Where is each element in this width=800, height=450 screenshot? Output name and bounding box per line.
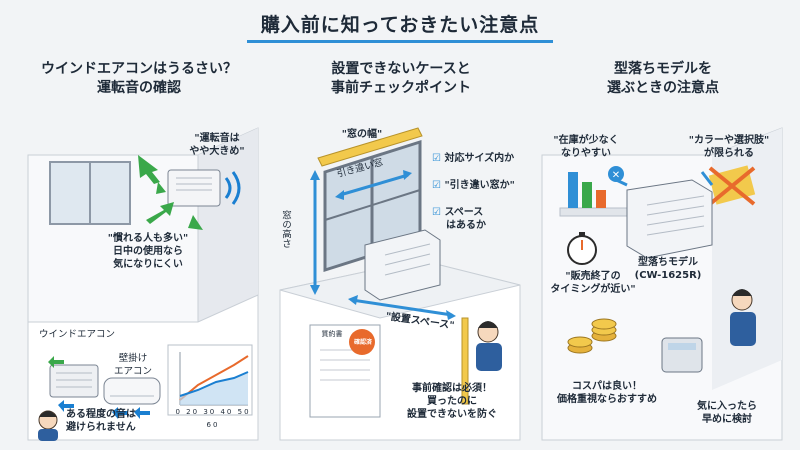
panel-noise-title-line1: ウインドエアコンはうるさい？: [41, 61, 237, 77]
label-model-name: 型落ちモデル: [638, 257, 698, 268]
doc-title: 質約書: [321, 330, 343, 338]
check-item-sliding: ☑ "引き違い窓か": [432, 179, 532, 192]
note-install-line2: 買ったのに: [427, 396, 477, 407]
callout-used-line2: 日中の使用なら: [113, 246, 183, 257]
svg-text:✕: ✕: [612, 170, 620, 181]
label-wall-ac-line1: 壁掛け: [118, 353, 148, 364]
chart-ticks: 0 20 30 40 50 60: [170, 406, 256, 432]
checkbox-icon: ☑: [432, 153, 441, 164]
check-item-space: ☑ スペースはあるか: [432, 206, 532, 232]
callout-used-line3: 気になりにくい: [113, 259, 183, 270]
callout-stock-line2: なりやすい: [561, 148, 611, 159]
note-early-line2: 早めに検討: [702, 414, 752, 425]
label-older-model: 型落ちモデル (CW-1625R): [620, 256, 716, 282]
checklist: ☑ 対応サイズ内か ☑ "引き違い窓か" ☑ スペースはあるか: [432, 152, 532, 232]
callout-stock: "在庫が少なく なりやすい: [538, 134, 634, 160]
callout-color-line2: が限られる: [704, 148, 754, 159]
callout-timing-line2: タイミングが近い": [550, 284, 636, 295]
callout-used-to: "慣れる人も多い" 日中の使用なら 気になりにくい: [78, 232, 218, 271]
note-cost-line2: 価格重視ならおすすめ: [557, 394, 657, 405]
panel-install-title: 設置できないケースと 事前チェックポイント: [270, 60, 532, 98]
callout-used-line1: "慣れる人も多い": [107, 233, 189, 244]
check-item-label: 対応サイズ内か: [444, 153, 515, 164]
callout-timing-line1: "販売終了の: [565, 271, 621, 282]
check-item-size: ☑ 対応サイズ内か: [432, 152, 532, 165]
panel-noise-title: ウインドエアコンはうるさい？ 運転音の確認: [8, 60, 270, 98]
label-wall-ac-line2: エアコン: [113, 366, 152, 377]
panel-older-title: 型落ちモデルを 選ぶときの注意点: [532, 60, 794, 98]
panel-older-title-line1: 型落ちモデルを: [614, 61, 712, 77]
older-model-illustration: ✕: [541, 127, 783, 441]
install-illustration: [279, 127, 521, 441]
panel-noise-title-line2: 運転音の確認: [97, 80, 181, 96]
label-wall-ac: 壁掛け エアコン: [108, 352, 158, 378]
callout-loud-line1: "運転音は: [194, 133, 240, 144]
stamp-confirmed: 確認済: [353, 339, 372, 346]
note-cost-line1: コスパは良い！: [572, 381, 642, 392]
check-item-label: "引き違い窓か": [444, 180, 515, 191]
chart-tick: 0: [175, 408, 182, 416]
callout-stock-line1: "在庫が少なく: [553, 135, 619, 146]
note-noise-line1: ある程度の音は: [66, 409, 136, 420]
noise-room-illustration: [27, 127, 259, 441]
label-window-width: "窓の幅": [341, 129, 383, 140]
window-ac-unit: [167, 169, 221, 207]
main-title-wrap: 購入前に知っておきたい注意点: [0, 10, 800, 43]
note-install-line1: 事前確認は必須！: [412, 383, 492, 394]
chart-tick: 40: [220, 408, 234, 416]
callout-color: "カラーや選択肢" が限られる: [668, 134, 790, 160]
callout-color-line1: "カラーや選択肢": [688, 135, 770, 146]
label-window-height: 窓の高さ: [280, 210, 291, 248]
checkbox-icon: ☑: [432, 207, 441, 218]
chart-tick: 20: [186, 408, 200, 416]
panel-install: 設置できないケースと 事前チェックポイント: [270, 60, 532, 442]
note-install-line3: 設置できないを防ぐ: [407, 409, 497, 420]
note-noise: ある程度の音は 避けられません: [66, 408, 176, 434]
callout-timing: "販売終了の タイミングが近い": [538, 270, 648, 296]
panel-noise: ウインドエアコンはうるさい？ 運転音の確認: [8, 60, 270, 442]
note-noise-line2: 避けられません: [66, 422, 136, 433]
label-model-number: (CW-1625R): [634, 270, 702, 281]
main-title: 購入前に知っておきたい注意点: [246, 10, 554, 43]
checkbox-icon: ☑: [432, 180, 441, 191]
panel-older-model: 型落ちモデルを 選ぶときの注意点 ✕: [532, 60, 794, 442]
note-install: 事前確認は必須！ 買ったのに 設置できないを防ぐ: [382, 382, 522, 421]
chart-tick: 30: [203, 408, 217, 416]
label-window-ac: ウインドエアコン: [38, 329, 115, 340]
callout-loud: "運転音は やや大きめ": [172, 132, 262, 158]
panel-install-title-line2: 事前チェックポイント: [331, 80, 471, 96]
note-cost: コスパは良い！ 価格重視ならおすすめ: [542, 380, 672, 406]
chart-tick: 50: [237, 408, 251, 416]
chart-tick: 60: [206, 421, 220, 429]
note-early: 気に入ったら 早めに検討: [682, 400, 772, 426]
check-item-label: スペース: [444, 207, 484, 218]
note-early-line1: 気に入ったら: [697, 401, 757, 412]
check-item-label-cont: はあるか: [446, 220, 486, 231]
callout-loud-line2: やや大きめ": [189, 146, 245, 157]
panel-install-title-line1: 設置できないケースと: [331, 61, 471, 77]
panel-older-title-line2: 選ぶときの注意点: [607, 80, 719, 96]
